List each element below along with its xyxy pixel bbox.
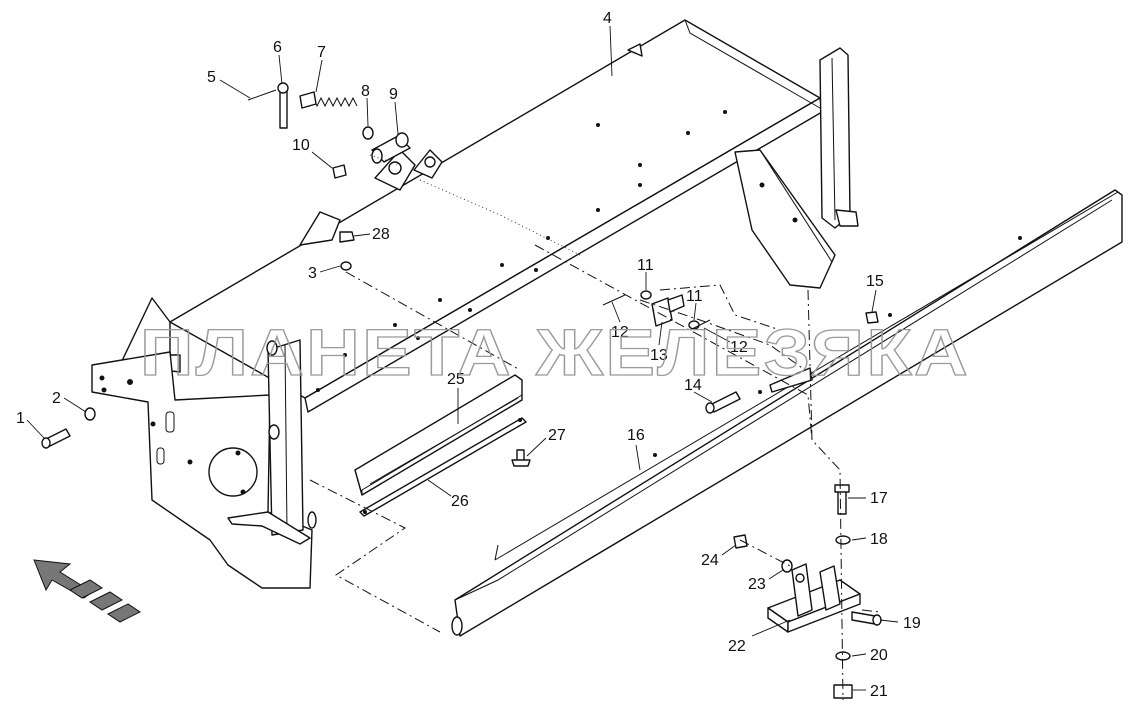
callout-22: 22	[728, 638, 746, 655]
callout-13: 13	[650, 347, 668, 364]
side-rail	[451, 189, 1123, 637]
watermark-text: ПЛАНЕТА ЖЕЛЕЗЯКА	[140, 315, 970, 389]
callout-12a: 12	[611, 324, 629, 341]
callout-18: 18	[870, 531, 888, 548]
callout-24: 24	[701, 552, 719, 569]
callout-14: 14	[684, 377, 702, 394]
channel-25	[354, 374, 523, 496]
callout-11a: 11	[637, 257, 654, 274]
callout-17: 17	[870, 490, 888, 507]
direction-arrow-icon	[33, 559, 141, 623]
callout-26: 26	[451, 493, 469, 510]
callout-15: 15	[866, 273, 884, 290]
callout-25: 25	[447, 371, 465, 388]
callout-21: 21	[870, 683, 888, 700]
callout-20: 20	[870, 647, 888, 664]
callout-labels: 1 2 3 4 5 6 7 8 9 10 11 11 12 12 13 14 1…	[16, 10, 921, 700]
callout-5: 5	[207, 69, 216, 86]
main-frame	[91, 19, 859, 589]
assembly-lines	[309, 154, 881, 701]
callout-4: 4	[603, 10, 612, 27]
leader-lines	[26, 25, 899, 691]
callout-12b: 12	[730, 339, 748, 356]
callout-9: 9	[389, 86, 398, 103]
fasteners	[41, 82, 882, 699]
callout-8: 8	[361, 83, 370, 100]
callout-1: 1	[16, 410, 25, 427]
strip-26	[359, 417, 527, 517]
callout-11b: 11	[686, 288, 703, 305]
callout-28: 28	[372, 226, 390, 243]
callout-19: 19	[903, 615, 921, 632]
callout-23: 23	[748, 576, 766, 593]
callout-10: 10	[292, 137, 310, 154]
callout-7: 7	[317, 44, 326, 61]
callout-3: 3	[308, 265, 317, 282]
callout-6: 6	[273, 39, 282, 56]
bracket-22	[767, 563, 861, 633]
callout-27: 27	[548, 427, 566, 444]
callout-2: 2	[52, 390, 61, 407]
callout-16: 16	[627, 427, 645, 444]
